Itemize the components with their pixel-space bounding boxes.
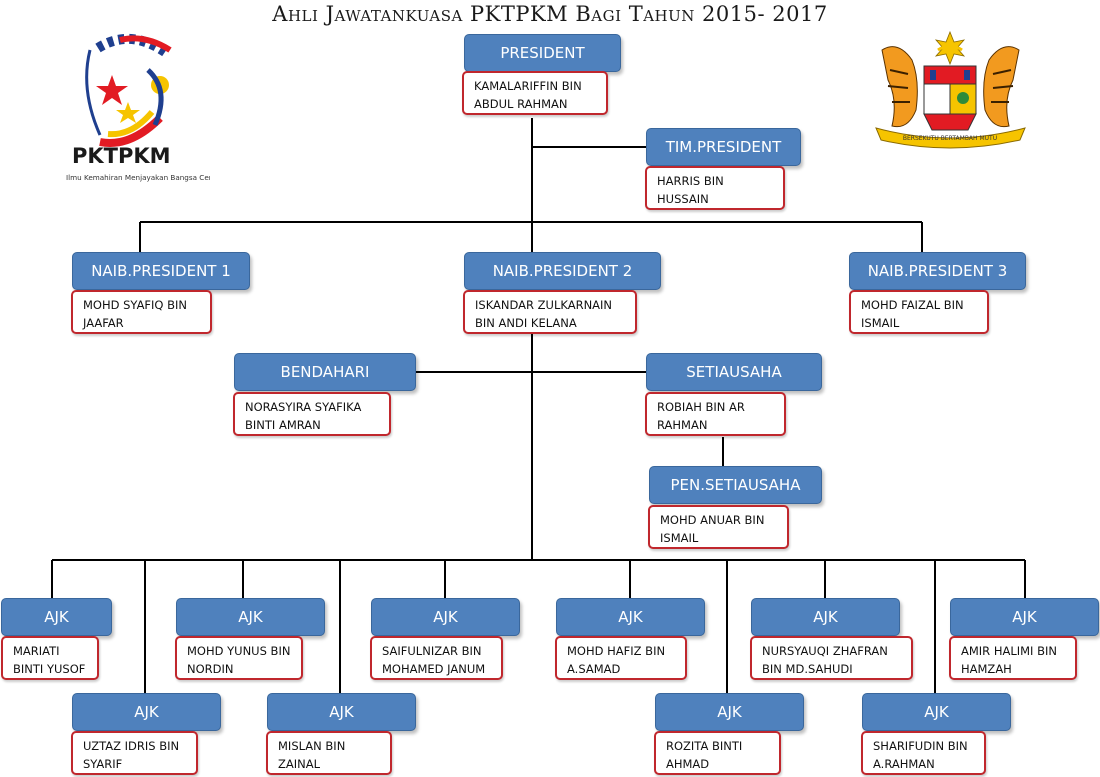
role-pen-setiausaha: PEN.SETIAUSAHA bbox=[649, 466, 822, 504]
role-ajk-4: AJK bbox=[267, 693, 416, 731]
role-ajk-8: AJK bbox=[751, 598, 900, 636]
role-ajk-1: AJK bbox=[1, 598, 112, 636]
role-naib-president-1: NAIB.PRESIDENT 1 bbox=[72, 252, 250, 290]
role-ajk-3: AJK bbox=[176, 598, 325, 636]
coat-of-arms-motto: BERSEKUTU BERTAMBAH MUTU bbox=[903, 135, 997, 142]
role-naib-president-3: NAIB.PRESIDENT 3 bbox=[849, 252, 1026, 290]
role-ajk-5: AJK bbox=[371, 598, 520, 636]
role-setiausaha: SETIAUSAHA bbox=[646, 353, 822, 391]
role-ajk-7: AJK bbox=[655, 693, 804, 731]
role-ajk-9: AJK bbox=[862, 693, 1011, 731]
role-ajk-2: AJK bbox=[72, 693, 221, 731]
page-title: Ahli Jawatankuasa PKTPKM Bagi Tahun 2015… bbox=[272, 2, 828, 26]
logo-tagline: Ilmu Kemahiran Menjayakan Bangsa Cemerla… bbox=[66, 173, 210, 182]
role-tim-president: TIM.PRESIDENT bbox=[646, 128, 801, 166]
role-ajk-6: AJK bbox=[556, 598, 705, 636]
role-ajk-10: AJK bbox=[950, 598, 1099, 636]
coat-of-arms-icon: BERSEKUTU BERTAMBAH MUTU bbox=[868, 30, 1033, 150]
role-naib-president-2: NAIB.PRESIDENT 2 bbox=[464, 252, 661, 290]
pktpkm-logo: PKTPKM Ilmu Kemahiran Menjayakan Bangsa … bbox=[60, 30, 239, 190]
role-president: PRESIDENT bbox=[464, 34, 621, 72]
logo-acronym: PKTPKM bbox=[72, 144, 171, 168]
role-bendahari: BENDAHARI bbox=[234, 353, 416, 391]
